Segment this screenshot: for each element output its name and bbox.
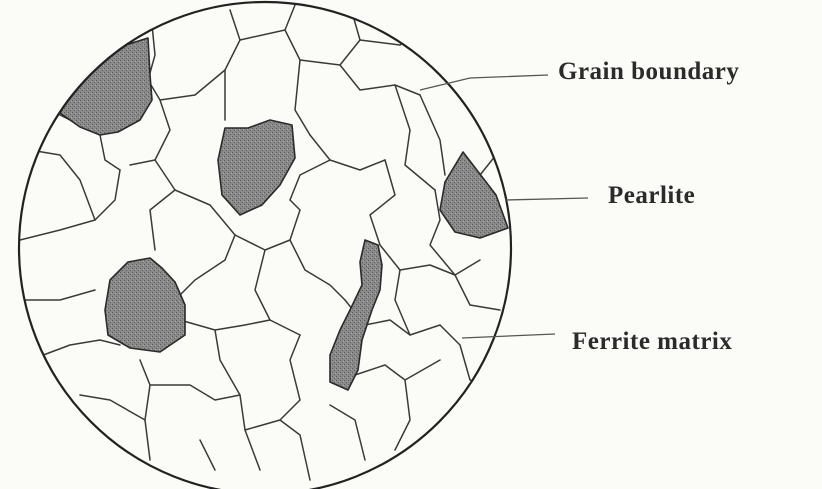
grain-network (20, 5, 508, 480)
grain-boundary-line (480, 150, 500, 175)
pearlite-leader (505, 198, 588, 200)
grain-boundary-line (400, 260, 480, 275)
grain-boundary-line (340, 65, 420, 95)
ferrite-matrix-leader (462, 334, 555, 338)
ferrite-matrix-label: Ferrite matrix (572, 328, 732, 356)
grain-boundary-line (285, 5, 360, 65)
grain-boundary-line (245, 420, 310, 480)
grain-boundary-label: Grain boundary (558, 58, 739, 86)
pearlite-colony (60, 38, 152, 135)
grain-boundary-line (395, 380, 410, 450)
grain-boundary-line (295, 60, 310, 135)
grain-boundary-line (310, 135, 330, 160)
pearlite-label: Pearlite (608, 182, 695, 210)
pearlite-colony (440, 152, 508, 238)
grain-boundary-line (420, 95, 445, 175)
grain-boundary-line (150, 190, 175, 250)
grain-boundary-line (455, 275, 500, 310)
grain-boundary-line (290, 160, 385, 200)
grain-boundary-line (395, 85, 435, 190)
grain-boundary-line (360, 30, 420, 45)
grain-boundary-line (30, 150, 95, 220)
grain-boundary-line (155, 100, 175, 190)
grain-boundary-line (330, 405, 365, 460)
grain-boundary-line (215, 330, 260, 470)
grain-boundary-line (130, 160, 155, 165)
grain-boundary-line (180, 320, 270, 330)
grain-boundary-line (80, 395, 145, 420)
grain-boundary-leader (420, 75, 548, 90)
grain-boundary-line (355, 360, 440, 380)
grain-boundary-line (20, 290, 95, 300)
grain-boundary-line (160, 10, 240, 100)
pearlite-colony (330, 240, 382, 390)
grain-boundary-line (150, 385, 240, 400)
pearlite-colony (105, 258, 185, 352)
grain-boundary-line (20, 170, 120, 240)
grain-boundary-line (290, 240, 345, 300)
grain-boundary-line (140, 360, 150, 460)
grain-boundary-line (200, 440, 215, 470)
grain-boundary-line (370, 160, 395, 245)
grain-boundary-line (440, 325, 490, 390)
grain-boundary-line (280, 335, 300, 420)
pearlite-colony (218, 120, 295, 215)
